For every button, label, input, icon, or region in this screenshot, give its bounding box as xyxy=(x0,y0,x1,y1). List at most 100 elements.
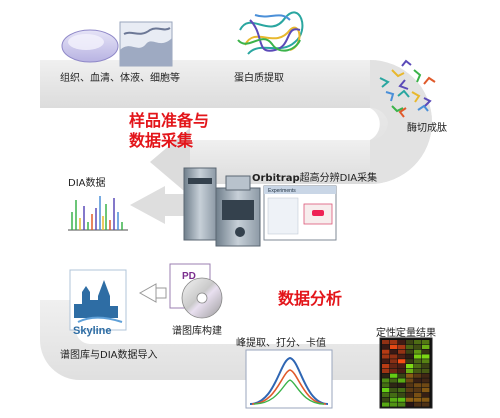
heatmap-cell xyxy=(398,368,406,373)
heatmap-cell xyxy=(382,354,390,359)
heatmap-cell xyxy=(422,383,430,388)
heatmap-cell xyxy=(390,368,398,373)
label-orbitrap-brand: Orbitrap xyxy=(252,173,300,184)
heatmap-cell xyxy=(382,368,390,373)
label-protein-extraction: 蛋白质提取 xyxy=(234,73,284,84)
peptides-icon xyxy=(379,59,436,118)
results-heatmap xyxy=(379,337,433,409)
heatmap-cell xyxy=(398,359,406,364)
heatmap-cell xyxy=(390,340,398,345)
heatmap-cell xyxy=(414,373,422,378)
label-digestion: 酶切成肽 xyxy=(407,123,447,134)
flow-band-top xyxy=(40,60,370,108)
heatmap-cell xyxy=(414,340,422,345)
heatmap-cell xyxy=(382,349,390,354)
heatmap-cell xyxy=(422,349,430,354)
heatmap-cell xyxy=(422,378,430,383)
label-quant-results: 定性定量结果 xyxy=(376,328,436,339)
label-orbitrap: Orbitrap超高分辨DIA采集 xyxy=(252,169,377,184)
heatmap-cell xyxy=(422,392,430,397)
heatmap-cell xyxy=(414,397,422,402)
heatmap-cell xyxy=(398,364,406,369)
heatmap-cell xyxy=(382,364,390,369)
flow-arrow-to-dia xyxy=(130,186,165,224)
heatmap-cell xyxy=(422,364,430,369)
heatmap-cell xyxy=(390,354,398,359)
heatmap-cell xyxy=(398,349,406,354)
heatmap-cell xyxy=(422,354,430,359)
label-import: 谱图库与DIA数据导入 xyxy=(60,350,158,361)
heatmap-cell xyxy=(390,383,398,388)
heatmap-cell xyxy=(398,378,406,383)
heatmap-cell xyxy=(382,378,390,383)
pd-text: PD xyxy=(182,271,196,282)
dia-spectrum-chart xyxy=(68,196,128,231)
orbitrap-instrument-icon xyxy=(183,167,261,247)
heatmap-cell xyxy=(422,402,430,407)
heatmap-cell xyxy=(398,354,406,359)
peak-chromatogram-chart xyxy=(245,349,333,409)
heatmap-cell xyxy=(422,344,430,349)
heatmap-cell xyxy=(398,392,406,397)
heatmap-cell xyxy=(406,383,414,388)
heatmap-cell xyxy=(398,373,406,378)
skyline-text: Skyline xyxy=(73,325,112,337)
heatmap-cell xyxy=(390,373,398,378)
heatmap-cell xyxy=(422,373,430,378)
heatmap-cell xyxy=(390,349,398,354)
heatmap-cell xyxy=(406,378,414,383)
heatmap-cell xyxy=(390,344,398,349)
heatmap-cell xyxy=(406,354,414,359)
heatmap-cell xyxy=(390,402,398,407)
heatmap-cell xyxy=(414,349,422,354)
software-window-icon: Experiments xyxy=(263,185,337,241)
heatmap-cell xyxy=(414,368,422,373)
heatmap-cell xyxy=(414,359,422,364)
heatmap-cell xyxy=(422,340,430,345)
flow-band-middle xyxy=(190,140,370,184)
heatmap-cell xyxy=(390,364,398,369)
heatmap-cell xyxy=(398,344,406,349)
heatmap-cell xyxy=(422,388,430,393)
stage-title-analysis: 数据分析 xyxy=(278,289,343,308)
heatmap-cell xyxy=(390,359,398,364)
heatmap-cell xyxy=(406,359,414,364)
heatmap-cell xyxy=(406,368,414,373)
heatmap-cell xyxy=(382,402,390,407)
protein-tangle-icon xyxy=(237,11,304,55)
sample-plate-icon xyxy=(61,29,119,63)
heatmap-cell xyxy=(414,383,422,388)
heatmap-cell xyxy=(406,364,414,369)
label-dia-data: DIA数据 xyxy=(68,178,106,189)
heatmap-cell xyxy=(414,388,422,393)
heatmap-cell xyxy=(398,340,406,345)
heatmap-cell xyxy=(382,397,390,402)
heatmap-cell xyxy=(422,368,430,373)
heatmap-cell xyxy=(382,373,390,378)
heatmap-cell xyxy=(422,359,430,364)
heatmap-cell xyxy=(414,402,422,407)
heatmap-cell xyxy=(390,388,398,393)
heatmap-cell xyxy=(414,354,422,359)
heatmap-cell xyxy=(406,344,414,349)
label-library-building: 谱图库构建 xyxy=(172,326,222,337)
pd-library-icon: PD xyxy=(169,263,223,319)
heatmap-cell xyxy=(406,349,414,354)
heatmap-cell xyxy=(398,402,406,407)
heatmap-cell xyxy=(382,359,390,364)
label-peak-extraction: 峰提取、打分、卡值 xyxy=(236,338,326,349)
flow-arrowhead-left xyxy=(150,128,190,196)
heatmap-cell xyxy=(406,340,414,345)
heatmap-cell xyxy=(414,378,422,383)
heatmap-cell xyxy=(414,344,422,349)
heatmap-cell xyxy=(414,392,422,397)
heatmap-cell xyxy=(406,402,414,407)
label-orbitrap-suffix: 超高分辨DIA采集 xyxy=(299,173,378,184)
heatmap-cell xyxy=(382,392,390,397)
stage-title-prep-line1: 样品准备与 xyxy=(129,111,210,130)
heatmap-cell xyxy=(398,397,406,402)
heatmap-cell xyxy=(406,388,414,393)
flow-arrow-library-to-skyline xyxy=(138,283,157,303)
heatmap-cell xyxy=(390,397,398,402)
